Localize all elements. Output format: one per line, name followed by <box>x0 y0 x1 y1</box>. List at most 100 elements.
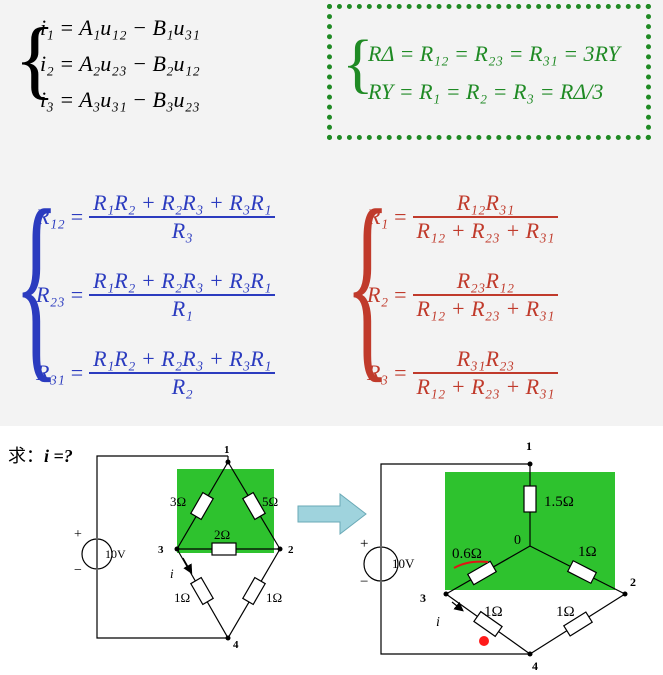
delta-to-wye-denominator: R₁₂ + R₂₃ + R₃₁ <box>416 373 555 399</box>
left-label-5ohm: 5Ω <box>262 494 278 509</box>
circuit-area: 求：i =? <box>0 426 663 675</box>
equals-sign: = <box>70 282 84 307</box>
right-node-3: 3 <box>420 591 426 605</box>
left-label-2ohm: 2Ω <box>214 527 230 542</box>
fraction-bar <box>412 216 559 218</box>
left-plus: + <box>74 527 82 542</box>
fraction-bar <box>89 294 276 296</box>
left-brace: { <box>14 11 57 108</box>
left-node-3: 3 <box>158 544 164 556</box>
delta-to-wye-lhs: R₂ <box>367 282 389 307</box>
right-current-label: i <box>436 615 440 630</box>
delta-to-wye-denominator: R₁₂ + R₂₃ + R₃₁ <box>416 217 555 243</box>
left-resistor-3ohm <box>189 491 215 521</box>
right-resistor-1.5ohm <box>523 485 537 513</box>
fraction-bar <box>412 294 559 296</box>
wye-to-delta-lhs: R₃₁ <box>36 360 65 385</box>
delta-to-wye-lhs: R₃ <box>367 360 389 385</box>
eq-wye: RY = R₁ = R₂ = R₃ = RΔ/3 <box>368 79 604 104</box>
right-resistor-0.6ohm <box>466 560 498 586</box>
right-node-4: 4 <box>532 659 538 673</box>
transform-arrow <box>297 492 367 536</box>
right-label-0.6ohm: 0.6Ω <box>452 546 482 562</box>
fraction-bar <box>89 216 276 218</box>
blue-brace: { <box>14 168 60 400</box>
wye-to-delta-lhs: R₁₂ <box>36 204 65 229</box>
current-equations: { i₁ = A₁u₁₂ − B₁u₃₁ i₂ = A₂u₂₃ − B₂u₁₂ … <box>14 10 200 118</box>
delta-to-wye-numerator: R₁₂R₃₁ <box>456 190 515 216</box>
wye-to-delta-numerator: R₁R₂ + R₂R₃ + R₃R₁ <box>93 346 272 372</box>
equals-sign: = <box>394 282 407 307</box>
eq-i3: i₃ = A₃u₃₁ − B₃u₂₃ <box>40 87 200 112</box>
balanced-box: { RΔ = R₁₂ = R₂₃ = R₃₁ = 3RY RY = R₁ = R… <box>327 4 651 140</box>
left-resistor-34 <box>189 576 215 606</box>
right-resistor-34 <box>473 610 503 638</box>
right-circuit: 1 2 3 4 0 1.5Ω 0.6Ω 1Ω 1Ω 1Ω 10V + − i <box>360 439 636 673</box>
delta-to-wye-denominator: R₁₂ + R₂₃ + R₃₁ <box>416 295 555 321</box>
red-brace: { <box>345 168 391 400</box>
equals-sign: = <box>70 360 84 385</box>
right-resistor-1ohm-20 <box>566 559 598 585</box>
right-label-24: 1Ω <box>556 604 575 620</box>
equals-sign: = <box>394 360 407 385</box>
problem-statement: 求：i =? <box>8 446 73 466</box>
left-source-label: 10V <box>105 547 126 561</box>
equals-sign: = <box>70 204 84 229</box>
equals-sign: = <box>394 204 407 229</box>
eq-delta: RΔ = R₁₂ = R₂₃ = R₃₁ = 3RY <box>368 41 620 66</box>
wye-to-delta-denominator: R₃ <box>171 217 193 243</box>
left-minus: − <box>74 563 82 578</box>
wye-to-delta-numerator: R₁R₂ + R₂R₃ + R₃R₁ <box>93 268 272 294</box>
delta-to-wye-numerator: R₃₁R₂₃ <box>456 346 515 372</box>
fraction-bar <box>412 372 559 374</box>
right-minus: − <box>360 574 368 590</box>
right-source-label: 10V <box>392 556 415 571</box>
left-label-24: 1Ω <box>266 590 282 605</box>
right-node-1: 1 <box>526 439 532 453</box>
right-plus: + <box>360 536 368 552</box>
left-node-2: 2 <box>288 544 294 556</box>
left-resistor-5ohm <box>241 491 267 521</box>
wye-to-delta-numerator: R₁R₂ + R₂R₃ + R₃R₁ <box>93 190 272 216</box>
left-label-3ohm: 3Ω <box>170 494 186 509</box>
left-resistor-24 <box>241 576 267 606</box>
eq-i2: i₂ = A₂u₂₃ − B₂u₁₂ <box>40 51 200 76</box>
right-resistor-24 <box>562 611 594 637</box>
wye-to-delta-denominator: R₁ <box>171 295 193 321</box>
left-resistor-2ohm <box>211 542 237 556</box>
balanced-brace: { <box>342 27 374 100</box>
red-dot-mark <box>479 636 489 646</box>
delta-to-wye-lhs: R₁ <box>367 204 389 229</box>
red-underline-mark <box>453 560 489 569</box>
left-label-34: 1Ω <box>174 590 190 605</box>
circuit-diagrams: 1 2 3 4 3Ω 5Ω 2Ω 1Ω 1Ω 10V + − i <box>74 439 636 673</box>
right-label-1ohm-20: 1Ω <box>578 544 597 560</box>
right-label-34: 1Ω <box>484 604 503 620</box>
left-node-1: 1 <box>224 444 230 456</box>
right-label-1.5ohm: 1.5Ω <box>544 494 574 510</box>
left-node-4: 4 <box>233 639 239 651</box>
left-current-label: i <box>170 566 174 581</box>
wye-to-delta-lhs: R₂₃ <box>36 282 65 307</box>
wye-to-delta-denominator: R₂ <box>171 373 193 399</box>
left-circuit: 1 2 3 4 3Ω 5Ω 2Ω 1Ω 1Ω 10V + − i <box>74 444 294 651</box>
eq-i1: i₁ = A₁u₁₂ − B₁u₃₁ <box>40 15 200 40</box>
right-node-0: 0 <box>514 533 521 548</box>
delta-to-wye-numerator: R₂₃R₁₂ <box>456 268 515 294</box>
right-node-2: 2 <box>630 575 636 589</box>
fraction-bar <box>89 372 276 374</box>
